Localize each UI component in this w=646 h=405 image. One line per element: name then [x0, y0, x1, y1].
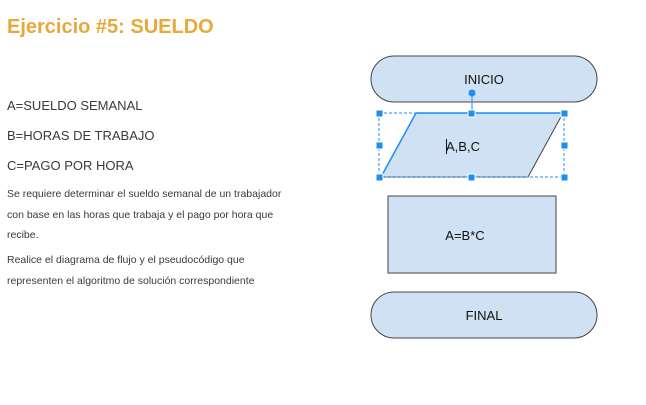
input-parallelogram[interactable]: A,B,C [380, 112, 564, 178]
resize-handle-top-left[interactable] [375, 109, 384, 118]
problem-statement: Se requiere determinar el sueldo semanal… [7, 188, 282, 241]
resize-handle-bottom[interactable] [467, 173, 476, 182]
process-box[interactable]: A=B*C [387, 195, 557, 274]
definition-a: A=SUELDO SEMANAL [7, 98, 143, 113]
end-terminal-label: FINAL [466, 308, 503, 323]
definition-c: C=PAGO POR HORA [7, 158, 134, 173]
text-cursor [446, 139, 447, 154]
rotate-handle[interactable] [468, 89, 476, 97]
start-terminal[interactable]: INICIO [370, 55, 598, 103]
definition-b: B=HORAS DE TRABAJO [7, 128, 155, 143]
resize-handle-right[interactable] [560, 141, 569, 150]
instructions-text: Realice el diagrama de flujo y el pseudo… [7, 254, 255, 287]
selection-frame[interactable] [375, 89, 569, 182]
page-title: Ejercicio #5: SUELDO [7, 16, 214, 38]
end-terminal[interactable]: FINAL [370, 291, 598, 339]
resize-handle-left[interactable] [375, 141, 384, 150]
resize-handle-bottom-left[interactable] [375, 173, 384, 182]
resize-handle-top-right[interactable] [560, 109, 569, 118]
start-terminal-label: INICIO [464, 72, 504, 87]
resize-handle-top[interactable] [467, 109, 476, 118]
process-box-label: A=B*C [445, 228, 484, 243]
input-parallelogram-label: A,B,C [446, 139, 480, 154]
resize-handle-bottom-right[interactable] [560, 173, 569, 182]
